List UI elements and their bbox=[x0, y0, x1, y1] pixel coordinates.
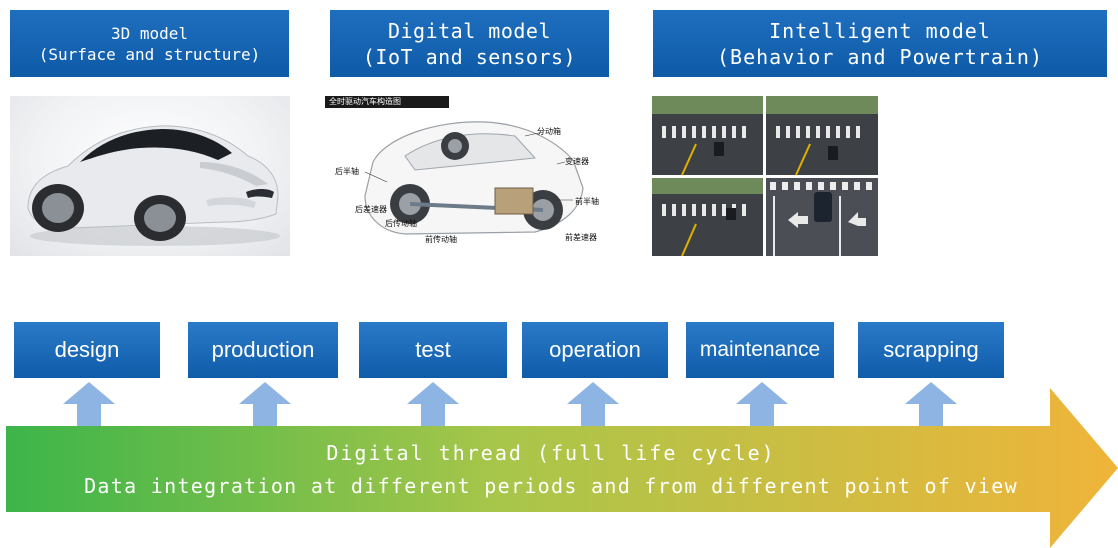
up-arrow-design bbox=[63, 382, 115, 426]
stage-scrapping: scrapping bbox=[858, 322, 1004, 378]
digital-thread-subtitle: Data integration at different periods an… bbox=[84, 474, 1018, 498]
chassis-label-transfer-case: 分动箱 bbox=[537, 127, 561, 136]
up-arrow-operation bbox=[567, 382, 619, 426]
stage-maintenance: maintenance bbox=[686, 322, 834, 378]
header-intelligent-model-title: Intelligent model bbox=[769, 18, 991, 43]
header-digital-model-title: Digital model bbox=[387, 18, 552, 43]
stage-production: production bbox=[188, 322, 338, 378]
traffic-illustration bbox=[652, 96, 878, 256]
header-3d-model-subtitle: (Surface and structure) bbox=[38, 44, 261, 64]
header-intelligent-model: Intelligent model (Behavior and Powertra… bbox=[653, 10, 1107, 77]
up-arrow-scrapping bbox=[905, 382, 957, 426]
traffic-cell-top-left bbox=[652, 96, 763, 176]
traffic-cell-bottom-left bbox=[652, 178, 763, 256]
chassis-label-front-differential: 前差速器 bbox=[565, 233, 597, 242]
header-3d-model: 3D model (Surface and structure) bbox=[10, 10, 289, 77]
chassis-diagram-image: 全时驱动汽车构造图 分动箱 后半轴 变速器 前半轴 后差速器 后传动轴 前传动轴… bbox=[325, 96, 611, 256]
header-intelligent-model-subtitle: (Behavior and Powertrain) bbox=[716, 44, 1044, 69]
traffic-cell-top-right bbox=[766, 96, 878, 176]
up-arrow-maintenance bbox=[736, 382, 788, 426]
car-illustration bbox=[27, 125, 280, 246]
chassis-label-front-drive-shaft: 前传动轴 bbox=[425, 235, 457, 244]
chassis-label-rear-drive-shaft: 后传动轴 bbox=[385, 219, 417, 228]
up-arrow-test bbox=[407, 382, 459, 426]
traffic-camera-image bbox=[652, 96, 878, 256]
chassis-label-front-half-shaft: 前半轴 bbox=[575, 197, 599, 206]
header-3d-model-title: 3D model bbox=[110, 23, 189, 43]
chassis-label-rear-differential: 后差速器 bbox=[355, 205, 387, 214]
stage-operation: operation bbox=[522, 322, 668, 378]
stage-design: design bbox=[14, 322, 160, 378]
chassis-illustration bbox=[364, 121, 584, 235]
header-digital-model-subtitle: (IoT and sensors) bbox=[362, 44, 577, 69]
chassis-diagram-title: 全时驱动汽车构造图 bbox=[325, 96, 449, 108]
stage-test: test bbox=[359, 322, 507, 378]
chassis-label-transmission: 变速器 bbox=[565, 157, 589, 166]
car-3d-image bbox=[10, 96, 290, 256]
up-arrow-production bbox=[239, 382, 291, 426]
traffic-cell-bottom-right bbox=[766, 178, 878, 256]
digital-thread-arrow bbox=[6, 388, 1118, 548]
digital-thread-title: Digital thread (full life cycle) bbox=[326, 441, 776, 465]
header-digital-model: Digital model (IoT and sensors) bbox=[330, 10, 609, 77]
chassis-label-rear-half-shaft: 后半轴 bbox=[335, 167, 359, 176]
